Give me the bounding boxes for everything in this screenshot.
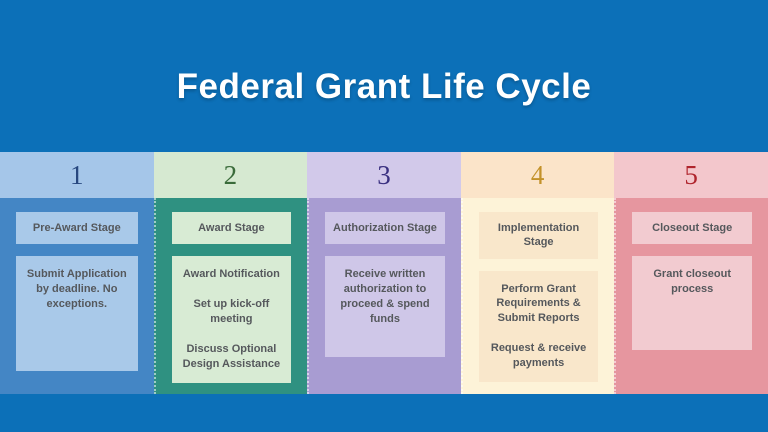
stage-column: 3 Authorization Stage Receive written au… xyxy=(307,152,461,394)
stage-detail-card: Perform Grant Requirements & Submit Repo… xyxy=(478,270,599,382)
stage-number: 3 xyxy=(377,159,391,190)
stage-title-label: Implementation Stage xyxy=(497,222,580,249)
detail-text: Request & receive payments xyxy=(490,342,587,369)
stage-title-card: Pre-Award Stage xyxy=(16,212,138,245)
stage-column-body: Pre-Award Stage Submit Application by de… xyxy=(0,198,154,394)
stage-title-label: Pre-Award Stage xyxy=(32,222,121,234)
lifecycle-table: 1 Pre-Award Stage Submit Application by … xyxy=(0,152,768,394)
stage-number-header: 2 xyxy=(153,152,308,198)
stage-title-card: Award Stage xyxy=(171,212,292,245)
detail-text: Submit Application by deadline. No excep… xyxy=(26,268,127,310)
stage-number: 5 xyxy=(684,159,698,190)
detail-text: Receive written authorization to proceed… xyxy=(340,268,430,325)
stage-column: 1 Pre-Award Stage Submit Application by … xyxy=(0,152,154,394)
stage-detail-card: Receive written authorization to proceed… xyxy=(325,256,445,358)
stage-number: 4 xyxy=(530,159,545,190)
stage-title-label: Closeout Stage xyxy=(652,222,733,234)
detail-text: Perform Grant Requirements & Submit Repo… xyxy=(496,282,581,325)
stage-column-body: Authorization Stage Receive written auth… xyxy=(307,198,461,394)
stage-title-label: Authorization Stage xyxy=(333,222,437,234)
stage-title-card: Closeout Stage xyxy=(632,212,752,245)
stage-number-header: 1 xyxy=(0,152,154,198)
stage-column: 5 Closeout Stage Grant closeout process xyxy=(614,152,768,394)
detail-text: Grant closeout process xyxy=(653,268,731,296)
stage-column: 4 Implementation Stage Perform Grant Req… xyxy=(460,152,615,394)
stage-number-header: 3 xyxy=(307,152,461,198)
page-title: Federal Grant Life Cycle xyxy=(176,67,592,107)
stage-number-header: 5 xyxy=(614,152,768,198)
detail-text: Set up kick-off meeting xyxy=(193,298,270,325)
stage-detail-card: Grant closeout process xyxy=(632,256,752,351)
stage-column-body: Closeout Stage Grant closeout process xyxy=(614,198,768,394)
detail-text: Award Notification xyxy=(182,268,280,281)
stage-column-body: Implementation Stage Perform Grant Requi… xyxy=(460,198,615,394)
stage-title-label: Award Stage xyxy=(198,222,265,234)
stage-detail-card: Submit Application by deadline. No excep… xyxy=(16,256,138,372)
stage-number: 1 xyxy=(70,159,84,190)
stage-number-header: 4 xyxy=(460,152,615,198)
stage-title-card: Implementation Stage xyxy=(478,212,599,259)
stage-number: 2 xyxy=(223,159,238,190)
detail-text: Discuss Optional Design Assistance xyxy=(182,342,281,370)
stage-title-card: Authorization Stage xyxy=(325,212,445,245)
